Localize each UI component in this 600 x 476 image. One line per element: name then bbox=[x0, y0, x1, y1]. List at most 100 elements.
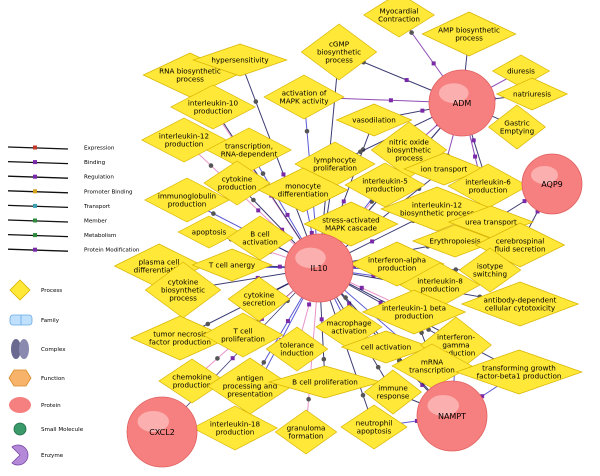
process-erythropoiesis[interactable]: Erythropoiesis bbox=[411, 224, 499, 258]
process-transcription-rna-dependent[interactable]: transcription,RNA-dependent bbox=[206, 127, 292, 173]
legend-expression: Expression bbox=[7, 145, 115, 152]
process-label: nitric oxide bbox=[389, 137, 430, 146]
legend-marker bbox=[33, 145, 37, 150]
process-diamond bbox=[202, 312, 284, 358]
process-label: tolerance bbox=[280, 340, 315, 349]
process-label: Contraction bbox=[378, 15, 420, 24]
legend-line bbox=[7, 160, 69, 165]
process-b-cell-proliferation[interactable]: B cell proliferation bbox=[267, 365, 383, 399]
edge-arrow bbox=[360, 392, 366, 398]
process-hypersensitivity[interactable]: hypersensitivity bbox=[192, 43, 288, 77]
edge-marker bbox=[280, 227, 285, 232]
process-diamond bbox=[144, 177, 230, 223]
protein-il10[interactable]: IL10 bbox=[284, 233, 354, 303]
legend-line bbox=[7, 204, 69, 209]
process-diamond bbox=[421, 11, 517, 57]
protein-cxcl2[interactable]: CXCL2 bbox=[126, 396, 198, 468]
process-apoptosis[interactable]: apoptosis bbox=[177, 215, 241, 249]
legend-label: Regulation bbox=[84, 175, 114, 181]
edge-arrow bbox=[419, 330, 424, 336]
process-ion-transport[interactable]: ion transport bbox=[403, 152, 485, 186]
process-label: production bbox=[165, 140, 204, 149]
process-label: interleukin-8 bbox=[417, 276, 463, 285]
process-label: cytokine bbox=[168, 277, 199, 286]
process-label: production bbox=[366, 185, 405, 194]
process-vasodilation[interactable]: vasodilation bbox=[335, 103, 413, 137]
legend-label: Transport bbox=[83, 204, 111, 210]
process-label: Emptying bbox=[500, 127, 534, 136]
process-diamond bbox=[455, 349, 583, 395]
edge-arrow bbox=[205, 321, 211, 327]
process-label: isotype bbox=[477, 261, 504, 270]
process-cell-activation[interactable]: cell activation bbox=[340, 330, 432, 364]
legend-marker bbox=[33, 203, 37, 208]
protein-nampt[interactable]: NAMPT bbox=[416, 380, 488, 452]
process-t-cell-anergy[interactable]: T cell anergy bbox=[191, 248, 273, 282]
edge-arrow bbox=[306, 396, 311, 402]
process-label: biosynthetic bbox=[387, 146, 431, 155]
protein-adm[interactable]: ADM bbox=[428, 69, 496, 137]
process-label: secretion bbox=[242, 299, 275, 308]
process-label: interleukin-12 bbox=[159, 131, 209, 140]
process-label: interleukin-1 beta bbox=[382, 303, 446, 312]
process-diamond: Process bbox=[9, 279, 62, 301]
edge-arrow bbox=[261, 360, 267, 365]
edge-arrow bbox=[409, 30, 414, 35]
process-label: MAPK activity bbox=[280, 97, 330, 106]
edge-marker bbox=[309, 230, 314, 235]
legend-label: Metabolism bbox=[84, 233, 116, 239]
process-diamond bbox=[335, 103, 413, 137]
process-label: induction bbox=[280, 349, 313, 358]
process-label: cytokine bbox=[244, 290, 275, 299]
process-label: process bbox=[169, 294, 197, 303]
protein-icon: Protein bbox=[9, 397, 61, 413]
protein-label: NAMPT bbox=[438, 412, 466, 421]
process-diamond bbox=[170, 84, 256, 130]
process-label: biosynthetic bbox=[317, 48, 361, 57]
edge-marker bbox=[420, 108, 425, 113]
edge-marker bbox=[420, 382, 425, 387]
process-label: processing and bbox=[223, 382, 278, 391]
edge-marker bbox=[522, 199, 527, 204]
process-label: stress-activated bbox=[322, 215, 380, 224]
edge-arrow bbox=[358, 149, 363, 155]
edge-marker bbox=[277, 264, 282, 269]
legend-line bbox=[7, 190, 69, 194]
legend-binding: Binding bbox=[7, 160, 106, 166]
process-label: production bbox=[216, 428, 255, 437]
edge-arrow bbox=[260, 171, 266, 176]
process-label: production bbox=[378, 264, 417, 273]
process-label: interleukin-10 bbox=[188, 98, 239, 107]
edge-marker bbox=[431, 61, 436, 66]
process-natriuresis[interactable]: natriuresis bbox=[495, 77, 569, 111]
protein-aqp9[interactable]: AQP9 bbox=[521, 153, 583, 215]
process-label: T cell anergy bbox=[208, 261, 256, 270]
